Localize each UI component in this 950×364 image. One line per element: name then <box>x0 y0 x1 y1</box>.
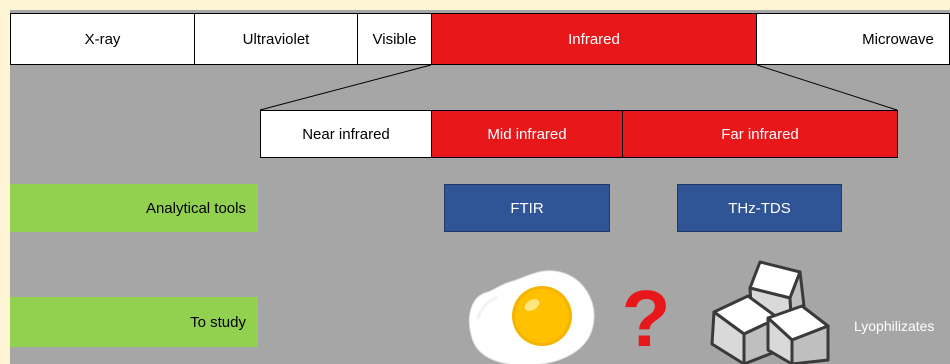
band-ultraviolet-label: Ultraviolet <box>242 30 310 48</box>
tool-thz-tds-label: THz-TDS <box>728 199 791 217</box>
row-label-to-study: To study <box>10 297 258 347</box>
question-mark: ? <box>622 274 671 363</box>
analytical-tools-text: Analytical tools <box>145 199 246 217</box>
subband-far-infrared-label: Far infrared <box>721 125 799 143</box>
band-infrared-label: Infrared <box>568 30 620 48</box>
tool-ftir: FTIR <box>444 184 610 232</box>
band-visible: Visible <box>357 13 432 65</box>
lyophilizates-label: Lyophilizates <box>854 318 935 334</box>
band-microwave: Microwave <box>756 13 950 65</box>
tool-thz-tds: THz-TDS <box>677 184 842 232</box>
zoom-line-left <box>259 64 432 111</box>
tool-ftir-label: FTIR <box>510 199 544 217</box>
band-microwave-label: Microwave <box>862 30 934 48</box>
row-label-analytical-tools: Analytical tools <box>10 184 258 232</box>
band-xray-label: X-ray <box>84 30 121 48</box>
zoom-line-right <box>756 64 898 111</box>
band-xray: X-ray <box>10 13 195 65</box>
band-visible-label: Visible <box>372 30 417 48</box>
subband-near-infrared: Near infrared <box>260 110 432 158</box>
subband-near-infrared-label: Near infrared <box>302 125 390 143</box>
subband-far-infrared: Far infrared <box>622 110 898 158</box>
subband-mid-infrared: Mid infrared <box>431 110 623 158</box>
to-study-text: To study <box>190 313 246 331</box>
subband-mid-infrared-label: Mid infrared <box>487 125 567 143</box>
